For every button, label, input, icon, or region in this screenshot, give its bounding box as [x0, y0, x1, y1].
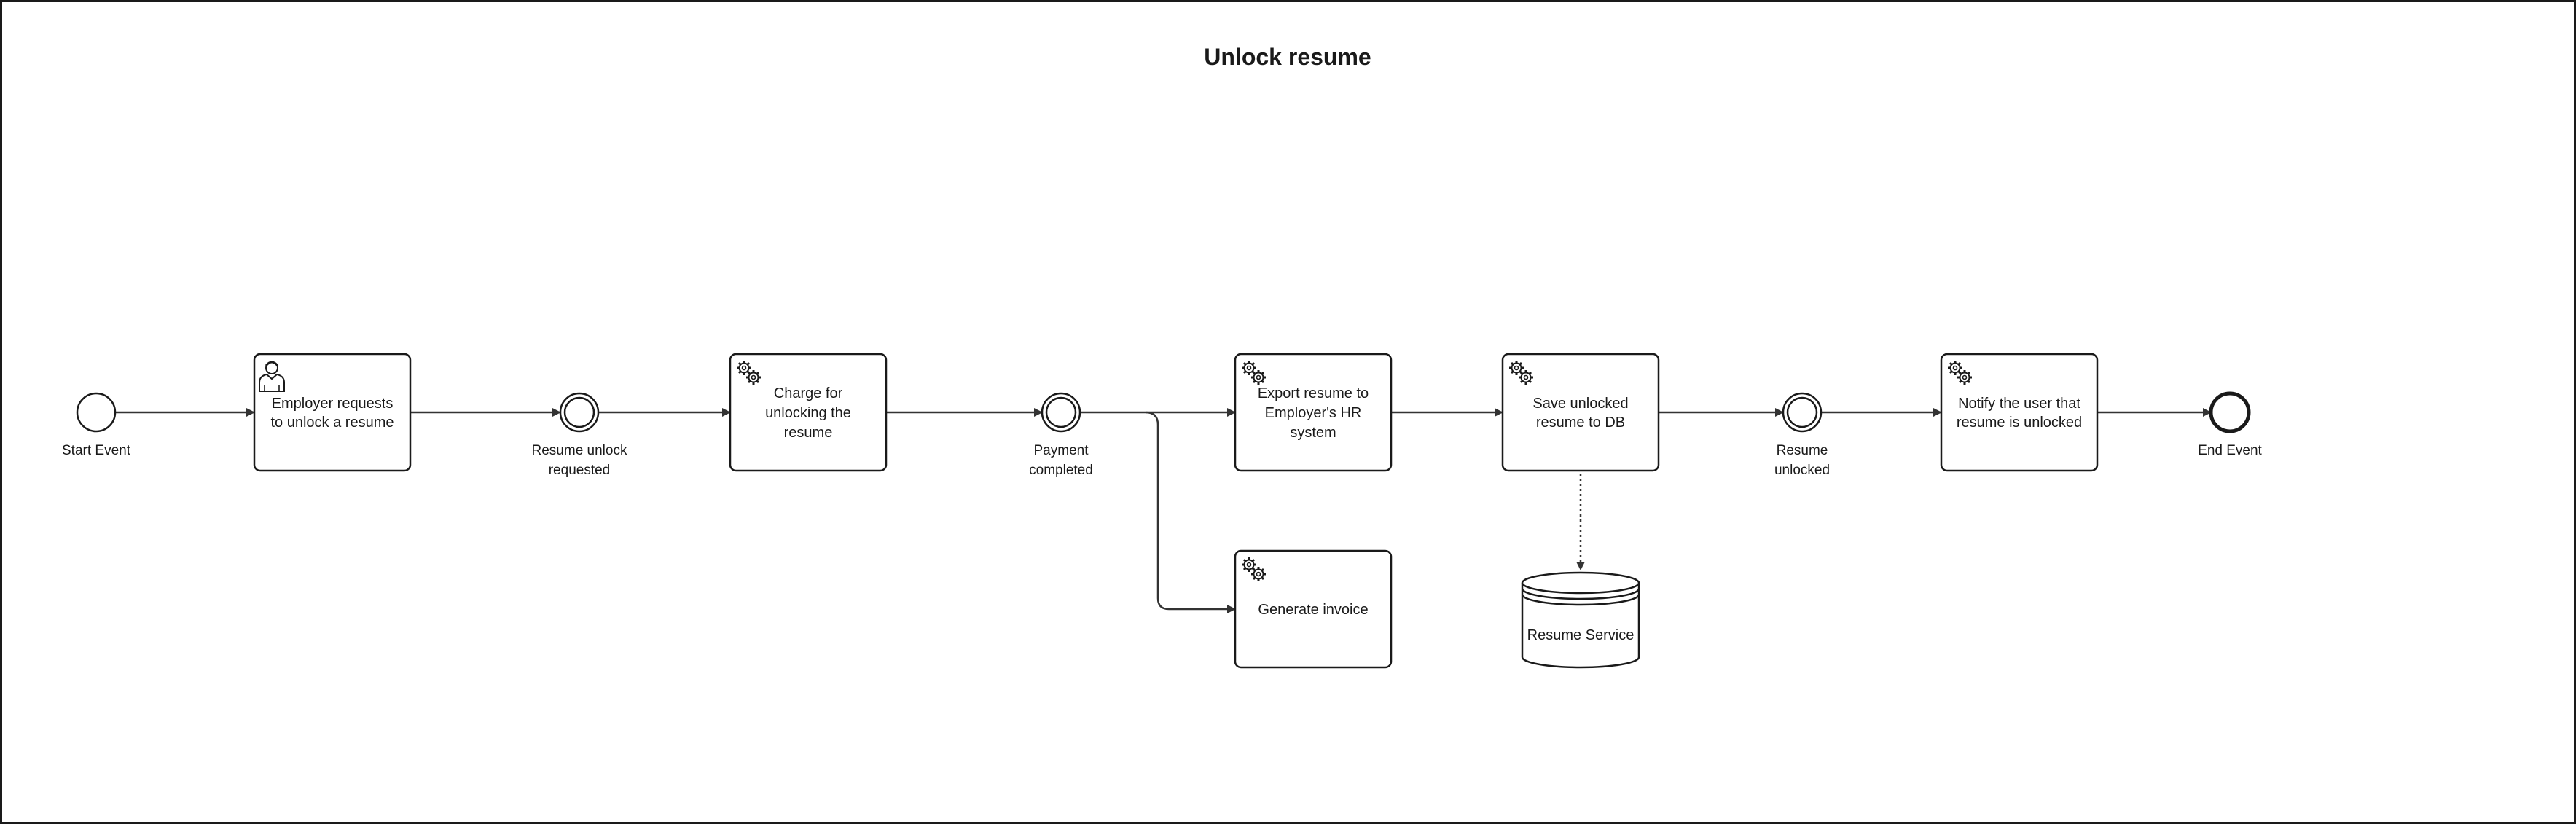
- task-label: resume to DB: [1536, 415, 1625, 431]
- datastore-label: Resume Service: [1527, 627, 1635, 643]
- task-label: resume is unlocked: [1957, 415, 2082, 431]
- start-event[interactable]: Start Event: [62, 392, 131, 458]
- task-label: to unlock a resume: [271, 415, 394, 431]
- task-export[interactable]: Export resume to Employer's HR system: [1234, 353, 1393, 472]
- intermediate-event-payment-completed[interactable]: Payment completed: [1029, 392, 1093, 478]
- diagram-title: Unlock resume: [1204, 44, 1371, 70]
- task-label: Export resume to: [1258, 385, 1369, 401]
- task-label: Employer's HR: [1265, 405, 1362, 421]
- task-invoice[interactable]: Generate invoice: [1234, 549, 1393, 669]
- task-employer-request[interactable]: Employer requests to unlock a resume: [253, 353, 412, 472]
- task-label: Charge for: [774, 385, 843, 401]
- task-label: Employer requests: [272, 396, 394, 412]
- end-event-label: End Event: [2198, 443, 2262, 458]
- task-notify[interactable]: Notify the user that resume is unlocked: [1940, 353, 2099, 472]
- task-charge[interactable]: Charge for unlocking the resume: [729, 353, 888, 472]
- task-save[interactable]: Save unlocked resume to DB: [1501, 353, 1660, 472]
- database-icon: [1521, 571, 1640, 669]
- event-label: completed: [1029, 463, 1093, 478]
- task-label: resume: [784, 425, 833, 441]
- task-label: Notify the user that: [1958, 396, 2080, 412]
- end-event[interactable]: End Event: [2198, 391, 2263, 458]
- task-label: Save unlocked: [1532, 396, 1628, 412]
- task-label: system: [1290, 425, 1336, 441]
- event-label: requested: [549, 463, 611, 478]
- intermediate-event-resume-unlocked[interactable]: Resume unlocked: [1774, 392, 1830, 478]
- start-event-label: Start Event: [62, 443, 131, 458]
- user-icon: [259, 361, 285, 392]
- event-label: Resume: [1777, 443, 1828, 458]
- event-label: unlocked: [1774, 463, 1830, 478]
- event-label: Resume unlock: [532, 443, 627, 458]
- datastore-resume-service[interactable]: Resume Service: [1521, 571, 1640, 669]
- task-label: Generate invoice: [1258, 602, 1368, 618]
- flow-payment-completed-to-invoice: [1145, 411, 1236, 613]
- sequence-flows: [115, 408, 2212, 613]
- event-label: Payment: [1034, 443, 1089, 458]
- intermediate-event-unlock-requested[interactable]: Resume unlock requested: [532, 392, 627, 478]
- task-label: unlocking the: [765, 405, 851, 421]
